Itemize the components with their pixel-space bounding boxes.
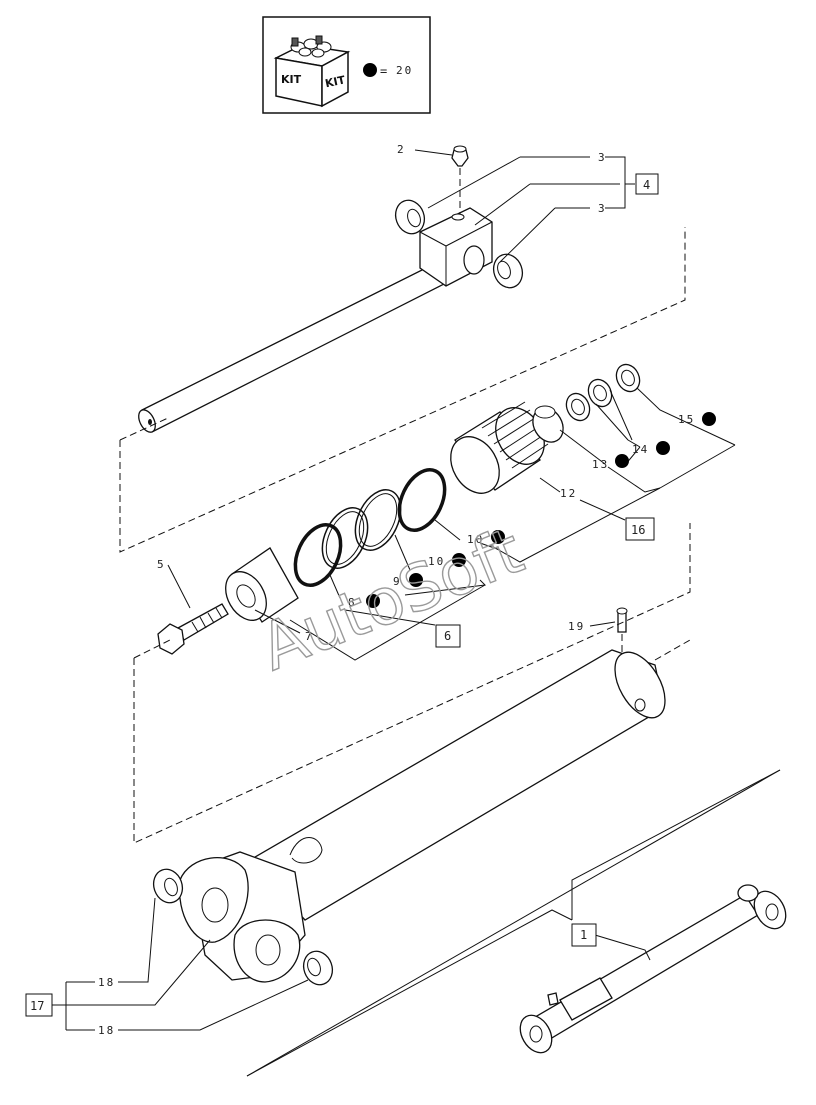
callout-1-box	[571, 923, 597, 947]
kit-dot-icon	[366, 594, 380, 608]
kit-label-left: KIT	[281, 73, 302, 86]
callout-12: 12	[560, 487, 577, 500]
o-ring-icon	[397, 468, 447, 532]
callout-14: 14	[632, 443, 649, 456]
callout-7: 7	[305, 630, 314, 643]
callout-16: 16	[631, 523, 645, 537]
kit-number: 20	[396, 64, 413, 77]
bolt-icon	[157, 603, 229, 655]
kit-dot-icon	[702, 412, 716, 426]
kit-box-icon: KIT KIT	[273, 35, 351, 108]
leader-lines	[52, 149, 781, 1077]
callout-15: 15	[678, 413, 695, 426]
kit-label-right: KIT	[324, 73, 347, 90]
callout-9: 9	[393, 575, 402, 588]
callout-17: 17	[30, 999, 44, 1013]
kit-dot-icon	[615, 454, 629, 468]
callout-19: 19	[568, 620, 585, 633]
watermark-text: AutoSoft	[251, 514, 534, 686]
callout-8: 8	[348, 596, 357, 609]
callout-18-top: 18	[98, 976, 115, 989]
kit-dot-icon	[656, 441, 670, 455]
kit-dot-icon	[452, 553, 466, 567]
kit-member-dots	[366, 412, 716, 608]
bushing-icon	[492, 253, 524, 289]
callout-5: 5	[157, 558, 166, 571]
o-ring-icon	[293, 523, 343, 587]
kit-dot-icon	[491, 530, 505, 544]
callout-10: 10	[467, 533, 484, 546]
kit-legend: KIT KIT = 20	[262, 16, 431, 114]
callout-16-box	[625, 517, 655, 541]
callout-6-box	[435, 624, 461, 648]
grease-nipple-icon	[451, 145, 469, 167]
callout-4-box	[635, 173, 659, 195]
callout-13: 13	[592, 458, 609, 471]
seal-ring-icon	[321, 507, 369, 569]
callout-6: 6	[444, 629, 451, 643]
bushing-icon	[394, 199, 426, 235]
seal-kit-components	[157, 363, 641, 655]
callout-17-box	[25, 993, 53, 1017]
guide-bushing-icon	[532, 405, 564, 443]
callout-2: 2	[397, 143, 406, 156]
callout-labels: 2 3 3 4 15 14 13 12 16 10 10 9 8 6 7 5 1…	[25, 143, 695, 1037]
kit-dot-icon	[409, 573, 423, 587]
piston-icon	[225, 547, 299, 623]
gland-icon	[450, 401, 549, 494]
kit-dot-icon	[363, 63, 377, 77]
callout-3-bottom: 3	[598, 202, 607, 215]
complete-cylinder-thumbnail	[246, 769, 787, 1077]
callout-4: 4	[643, 178, 650, 192]
callout-18-bottom: 18	[98, 1024, 115, 1037]
cylinder-barrel	[152, 607, 666, 986]
bushing-icon	[302, 950, 334, 986]
callout-3-top: 3	[598, 151, 607, 164]
callout-9-b: 10	[428, 555, 445, 568]
bushing-icon	[152, 868, 184, 904]
seal-ring-icon	[354, 489, 402, 551]
grease-nipple-icon	[616, 607, 628, 633]
callout-1: 1	[580, 928, 587, 942]
piston-rod-assembly	[138, 145, 524, 433]
kit-equals: =	[380, 64, 387, 78]
